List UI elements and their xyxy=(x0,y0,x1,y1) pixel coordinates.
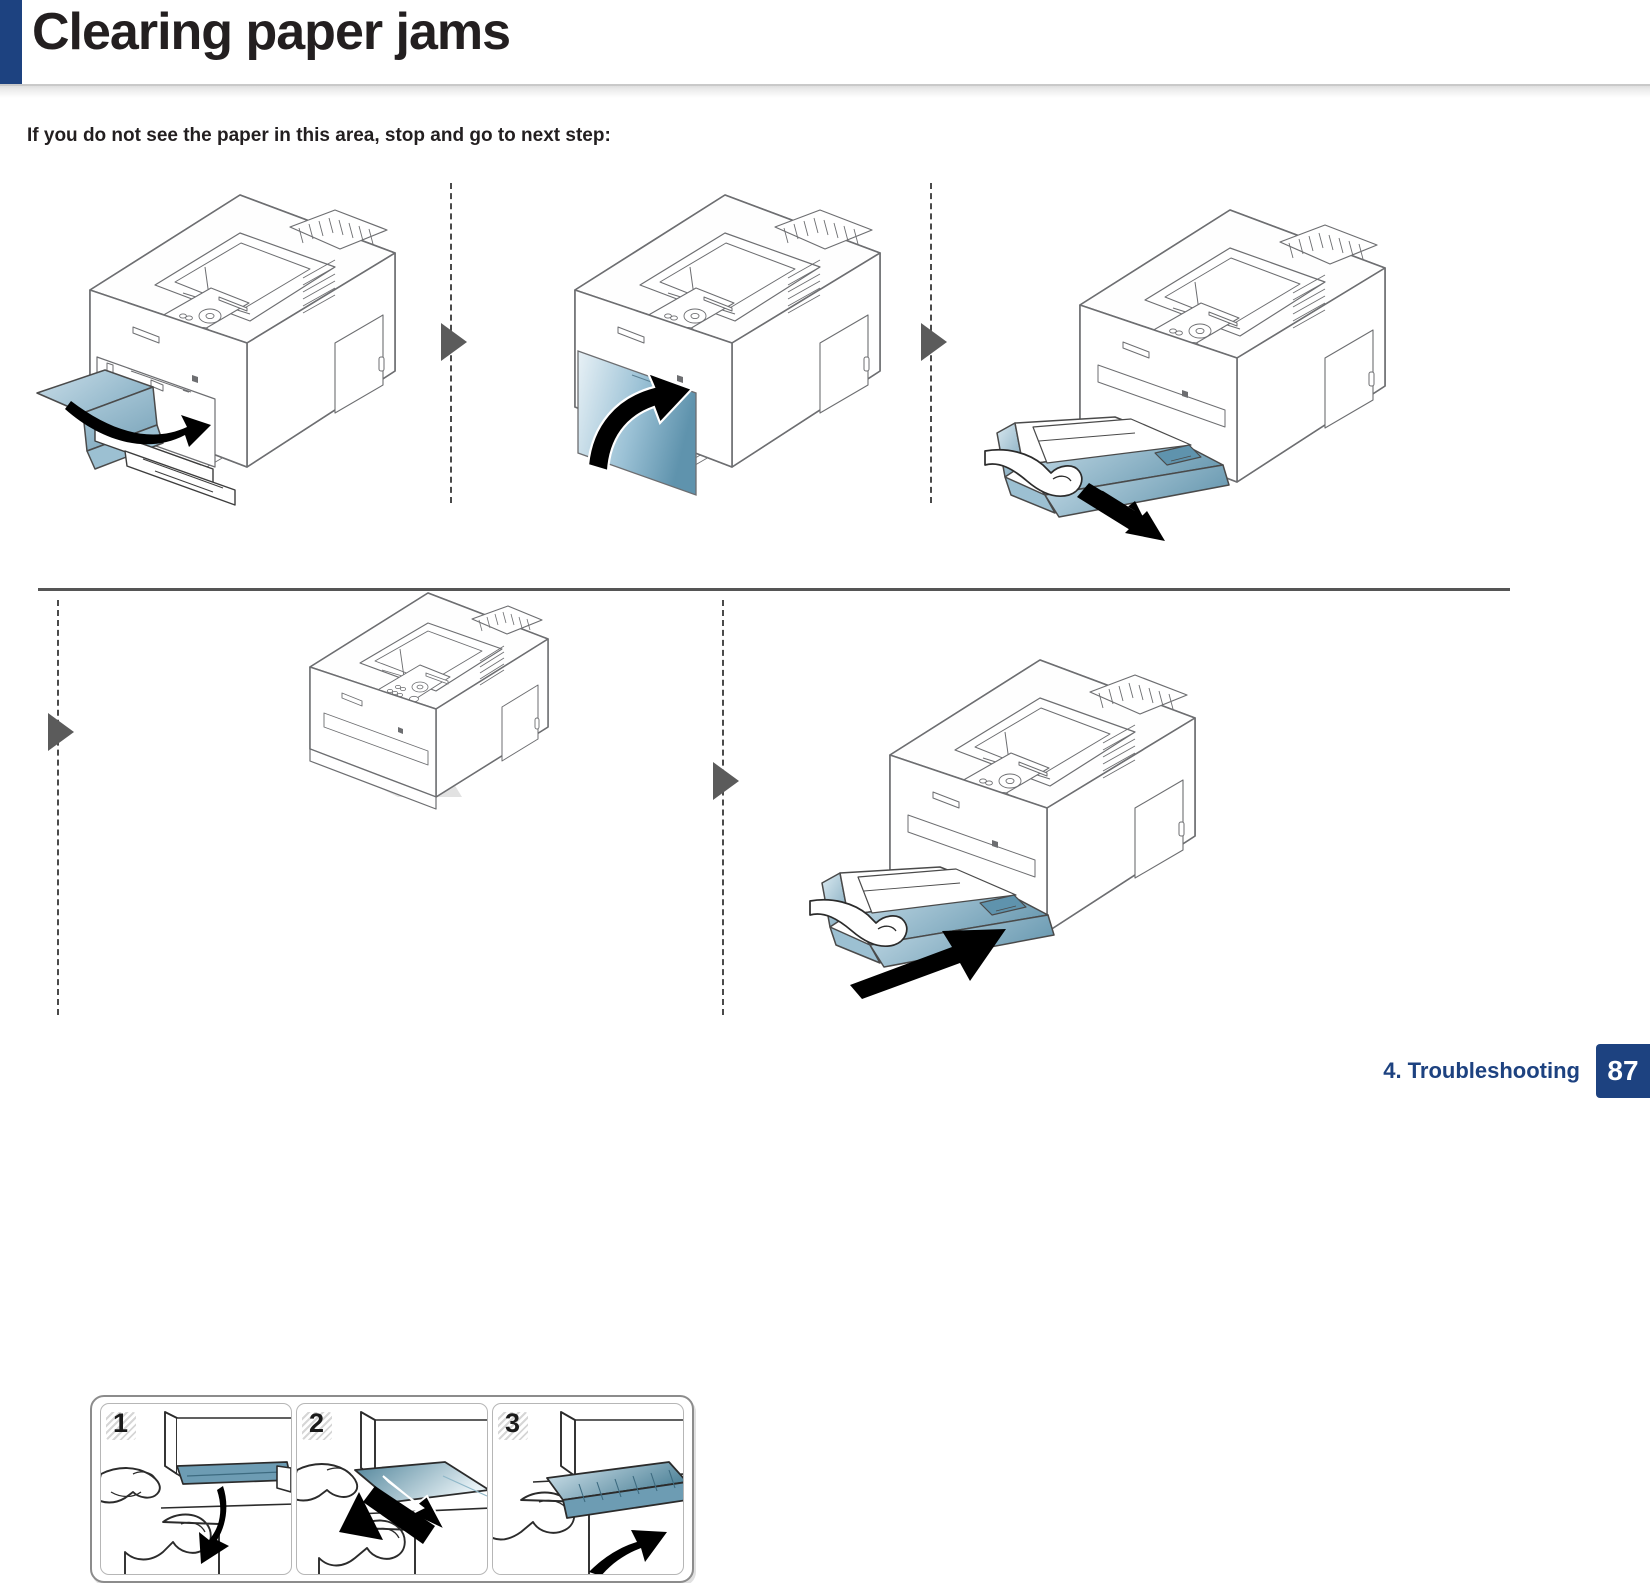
arrow-lift-guide xyxy=(589,1530,667,1574)
illustration-close-front-cover xyxy=(520,175,920,535)
steps-row-top xyxy=(0,175,1650,575)
title-accent-bar xyxy=(0,0,22,87)
illustration-reinsert-tray xyxy=(809,595,1260,1005)
footer-page-number: 87 xyxy=(1596,1044,1650,1098)
arrow-insert-tray xyxy=(850,929,1006,999)
intro-instruction-text: If you do not see the paper in this area… xyxy=(27,125,611,146)
arrow-remove-paper xyxy=(65,401,211,447)
row-divider-rule xyxy=(38,588,1510,591)
illustration-tray-detail-source xyxy=(280,575,570,825)
triangle-right-icon xyxy=(921,323,947,361)
header-divider-rule xyxy=(0,84,1650,98)
detail-panel-3: 3 xyxy=(492,1403,684,1575)
arrow-close-cover xyxy=(586,371,694,473)
detail-panel-1: 1 xyxy=(100,1403,292,1575)
triangle-right-icon xyxy=(48,713,74,751)
footer-section-label: 4. Troubleshooting xyxy=(1383,1058,1580,1083)
tray-guide-detail-strip: 1 xyxy=(90,1395,694,1583)
page-title: Clearing paper jams xyxy=(32,3,511,61)
illustration-open-mp-tray xyxy=(35,175,435,535)
detail-step-number: 1 xyxy=(105,1408,137,1440)
triangle-right-icon xyxy=(441,323,467,361)
illustration-pull-out-tray xyxy=(984,165,1415,545)
page-footer: 4. Troubleshooting 87 xyxy=(1383,1044,1650,1098)
detail-panel-2: 2 xyxy=(296,1403,488,1575)
detail-step-number: 3 xyxy=(497,1408,529,1440)
triangle-right-icon xyxy=(713,762,739,800)
steps-row-bottom: 1 xyxy=(0,592,1650,1583)
detail-step-number: 2 xyxy=(301,1408,333,1440)
